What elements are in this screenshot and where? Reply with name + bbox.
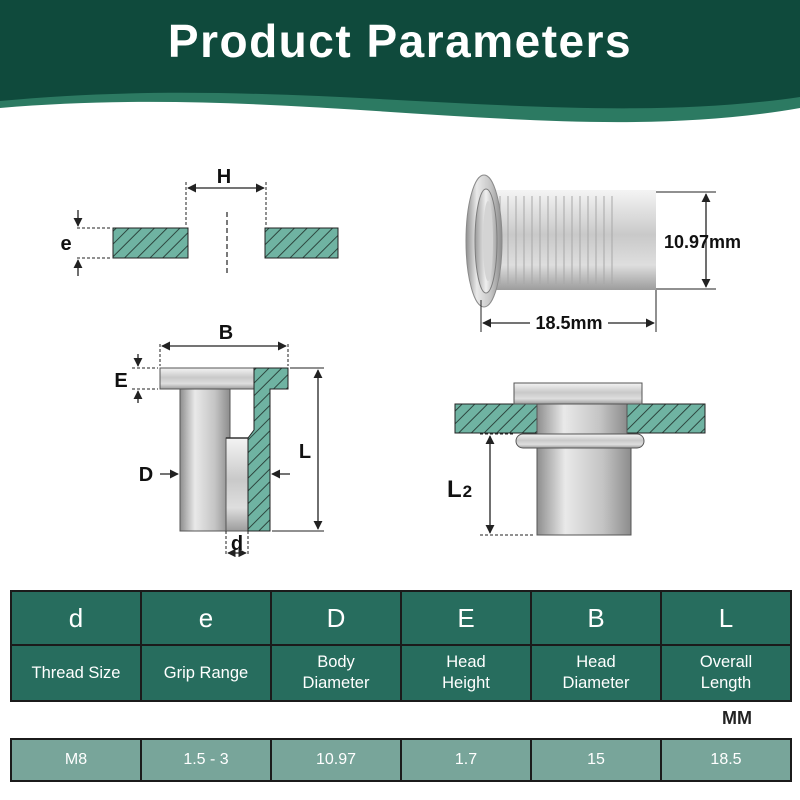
desc-head-diameter-line2: Diameter (562, 674, 630, 692)
desc-body-diameter-line1: Body (317, 653, 355, 671)
value-row: M8 1.5 - 3 10.97 1.7 15 18.5 (10, 738, 792, 782)
value-overall-length: 18.5 (660, 738, 792, 782)
value-body-diameter: 10.97 (270, 738, 402, 782)
header-banner: Product Parameters (0, 0, 800, 140)
symbol-cell-B: B (530, 590, 662, 646)
label-E: E (114, 370, 127, 392)
unit-label: MM (722, 708, 752, 728)
desc-body-diameter-line2: Diameter (302, 674, 370, 692)
symbol-cell-E: E (400, 590, 532, 646)
desc-head-diameter-line1: Head (576, 653, 616, 671)
header-wave-background (0, 0, 800, 123)
label-L2-main: L (447, 476, 462, 503)
desc-overall-length-line1: Overall (699, 653, 753, 671)
cross-section-diagram: B E D L d (114, 322, 324, 558)
symbol-cell-D: D (270, 590, 402, 646)
rivet-nut-photo: 10.97mm 18.5mm (465, 174, 741, 333)
label-d: d (231, 533, 243, 555)
desc-grip-range: Grip Range (140, 644, 272, 702)
label-L: L (299, 441, 311, 463)
value-thread-size: M8 (10, 738, 142, 782)
installed-diagram: L2 (447, 382, 706, 536)
value-head-diameter: 15 (530, 738, 662, 782)
page-title: Product Parameters (167, 15, 633, 67)
symbol-cell-L: L (660, 590, 792, 646)
value-table: M8 1.5 - 3 10.97 1.7 15 18.5 (10, 738, 792, 782)
label-B: B (219, 322, 233, 344)
grip-plate-diagram: H e (60, 166, 339, 276)
desc-thread-size: Thread Size (10, 644, 142, 702)
label-height-mm: 10.97mm (664, 232, 741, 252)
desc-head-height-line2: Height (442, 674, 490, 692)
diagrams-area: H e 10.97mm (60, 166, 741, 558)
value-grip-range: 1.5 - 3 (140, 738, 272, 782)
value-head-height: 1.7 (400, 738, 532, 782)
symbol-row: d e D E B L (10, 590, 792, 646)
label-L2: L2 (447, 476, 472, 503)
label-H: H (217, 166, 231, 188)
label-D: D (139, 464, 153, 486)
symbol-cell-d: d (10, 590, 142, 646)
symbol-cell-e: e (140, 590, 272, 646)
desc-head-height-line1: Head (446, 653, 486, 671)
desc-thread-size-text: Thread Size (31, 663, 121, 682)
label-length-mm: 18.5mm (535, 313, 602, 333)
label-e: e (60, 233, 71, 255)
desc-overall-length-line2: Length (700, 674, 752, 692)
label-L2-sub: 2 (463, 482, 472, 501)
desc-grip-range-text: Grip Range (163, 663, 249, 682)
